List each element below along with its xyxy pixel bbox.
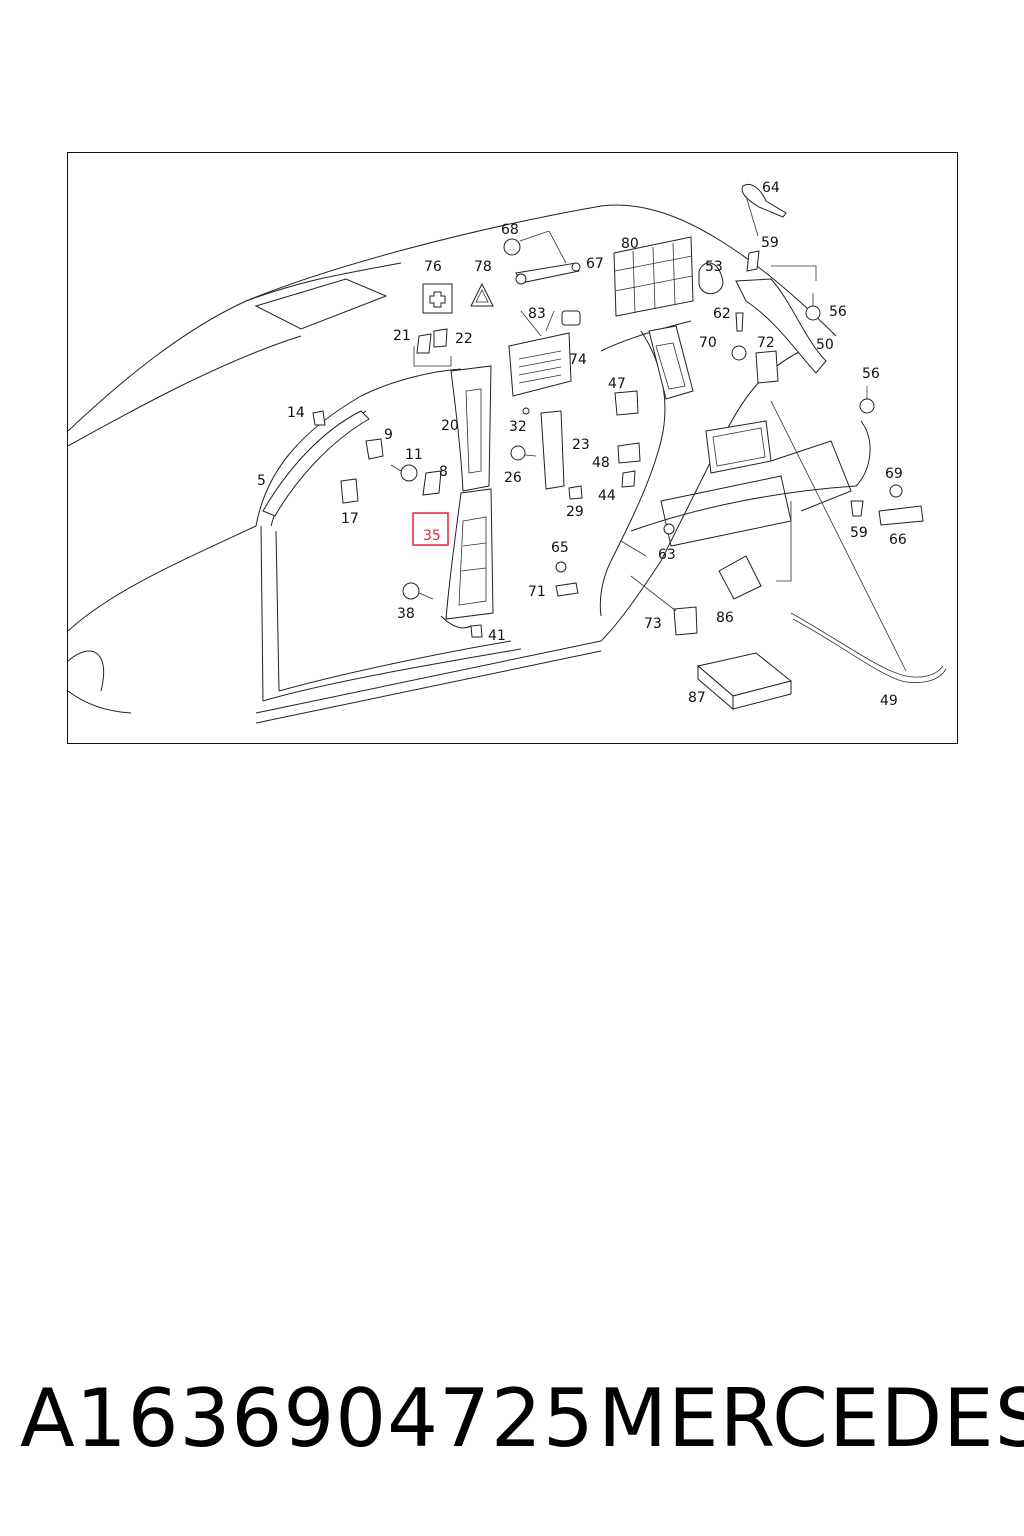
callout-32: 32 bbox=[509, 419, 527, 435]
callout-71: 71 bbox=[528, 584, 546, 600]
callout-17: 17 bbox=[341, 511, 359, 527]
callout-59: 59 bbox=[761, 235, 779, 251]
callout-78: 78 bbox=[474, 259, 492, 275]
callout-23: 23 bbox=[572, 437, 590, 453]
callout-80: 80 bbox=[621, 236, 639, 252]
callout-14: 14 bbox=[287, 405, 305, 421]
callout-22: 22 bbox=[455, 331, 473, 347]
callout-20: 20 bbox=[441, 418, 459, 434]
callout-47: 47 bbox=[608, 376, 626, 392]
callout-74: 74 bbox=[569, 352, 587, 368]
part-number: A1636904725 bbox=[20, 1372, 595, 1465]
parts-diagram-frame: 64 59 68 67 80 53 76 78 56 83 62 21 22 7… bbox=[67, 152, 958, 744]
callout-5: 5 bbox=[257, 473, 266, 489]
callout-11: 11 bbox=[405, 447, 423, 463]
callout-48: 48 bbox=[592, 455, 610, 471]
callout-66: 66 bbox=[889, 532, 907, 548]
callout-56: 56 bbox=[829, 304, 847, 320]
callout-56b: 56 bbox=[862, 366, 880, 382]
callout-50: 50 bbox=[816, 337, 834, 353]
callout-86: 86 bbox=[716, 610, 734, 626]
callout-68: 68 bbox=[501, 222, 519, 238]
callout-63: 63 bbox=[658, 547, 676, 563]
callout-65: 65 bbox=[551, 540, 569, 556]
footer: A1636904725 MERCEDES bbox=[0, 1372, 1024, 1482]
highlight-box bbox=[412, 512, 449, 546]
callout-72: 72 bbox=[757, 335, 775, 351]
callout-67: 67 bbox=[586, 256, 604, 272]
callout-21: 21 bbox=[393, 328, 411, 344]
callout-labels: 64 59 68 67 80 53 76 78 56 83 62 21 22 7… bbox=[257, 180, 907, 709]
callout-70: 70 bbox=[699, 335, 717, 351]
part-shapes bbox=[262, 184, 947, 711]
callout-53: 53 bbox=[705, 259, 723, 275]
callout-44: 44 bbox=[598, 488, 616, 504]
callout-8: 8 bbox=[439, 464, 448, 480]
callout-29: 29 bbox=[566, 504, 584, 520]
callout-59b: 59 bbox=[850, 525, 868, 541]
callout-64: 64 bbox=[762, 180, 780, 196]
brand-name: MERCEDES bbox=[598, 1372, 1024, 1465]
callout-76: 76 bbox=[424, 259, 442, 275]
callout-69: 69 bbox=[885, 466, 903, 482]
callout-83: 83 bbox=[528, 306, 546, 322]
callout-26: 26 bbox=[504, 470, 522, 486]
vehicle-interior-trim-diagram: 64 59 68 67 80 53 76 78 56 83 62 21 22 7… bbox=[68, 180, 947, 724]
callout-41: 41 bbox=[488, 628, 506, 644]
callout-9: 9 bbox=[384, 427, 393, 443]
car-body-outline bbox=[68, 204, 871, 724]
callout-35-highlighted: 35 bbox=[423, 528, 441, 544]
callout-87: 87 bbox=[688, 690, 706, 706]
callout-38: 38 bbox=[397, 606, 415, 622]
callout-49: 49 bbox=[880, 693, 898, 709]
callout-73: 73 bbox=[644, 616, 662, 632]
callout-62: 62 bbox=[713, 306, 731, 322]
